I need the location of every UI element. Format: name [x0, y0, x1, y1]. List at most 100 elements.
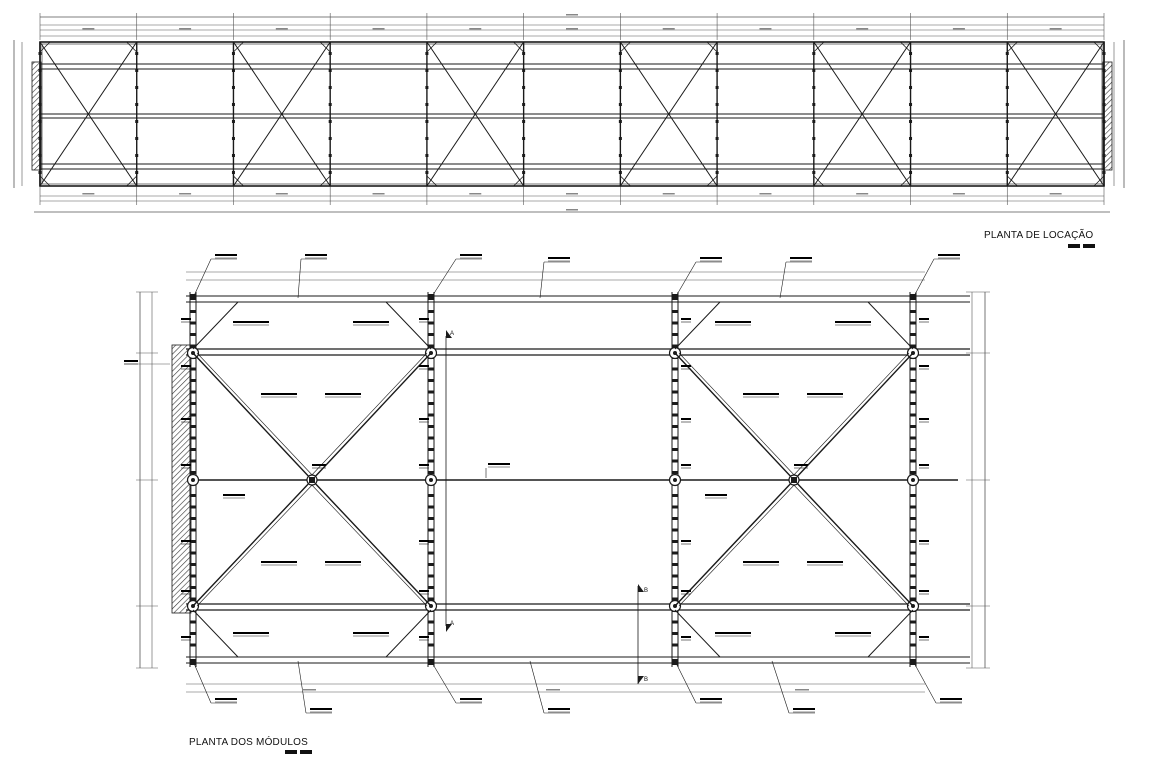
bolt-label-tag	[181, 318, 191, 320]
x-brace-edge	[196, 481, 316, 607]
leader-line	[430, 258, 457, 299]
dim-text-top	[662, 28, 675, 30]
member-label-tag	[353, 321, 389, 323]
bolt-mark	[190, 517, 196, 520]
dim-text-bottom	[546, 689, 560, 691]
frame-node	[231, 103, 235, 106]
rail-support	[428, 294, 434, 300]
frame-node	[812, 154, 816, 157]
dim-text-top	[856, 28, 869, 30]
frame-node	[1005, 120, 1009, 123]
frame-node	[231, 52, 235, 55]
frame-node	[715, 86, 719, 89]
bolt-label-tag	[419, 636, 429, 638]
dim-text-bottom	[1049, 193, 1062, 195]
bolt-mark	[672, 321, 678, 325]
bolt-mark	[190, 632, 196, 635]
member-label-tag	[715, 321, 751, 323]
bolt-mark	[428, 413, 434, 417]
bolt-label-tag	[919, 540, 929, 542]
gusset	[1006, 175, 1018, 187]
leader-label-tag	[215, 698, 237, 700]
leader-line	[779, 261, 787, 299]
modules-plan-title: PLANTA DOS MÓDULOS	[189, 737, 308, 748]
location-plan	[13, 13, 1125, 213]
dim-text-overall-top	[566, 14, 578, 16]
frame-node	[231, 120, 235, 123]
dim-text-bottom	[759, 193, 772, 195]
bolt-mark	[428, 620, 434, 624]
bolt-mark	[910, 413, 916, 417]
bolt-mark	[910, 367, 916, 371]
bolt-mark	[672, 379, 678, 382]
frame-node	[522, 120, 526, 123]
frame-node	[135, 120, 139, 123]
member-label-tag	[835, 321, 871, 323]
leader-label-tag	[940, 698, 962, 700]
rail-support	[910, 294, 916, 300]
bolt-label-tag	[681, 365, 691, 367]
bolt-label-tag	[681, 318, 691, 320]
rail-brace	[867, 301, 914, 350]
node-center	[911, 478, 915, 482]
bolt-mark	[672, 586, 678, 589]
x-brace	[674, 352, 795, 481]
bolt-mark	[672, 344, 678, 348]
leader-line	[297, 660, 307, 714]
bolt-mark	[428, 586, 434, 589]
member-label-tag	[223, 494, 245, 496]
bolt-mark	[428, 517, 434, 520]
bolt-label-tag	[919, 590, 929, 592]
bolt-mark	[428, 574, 434, 578]
frame-node	[1102, 69, 1106, 72]
bolt-label-tag	[919, 318, 929, 320]
leader-label-tag	[700, 698, 722, 700]
bolt-mark	[672, 551, 678, 555]
bolt-label-tag	[681, 590, 691, 592]
leader-label-tag	[793, 708, 815, 710]
frame-node	[135, 103, 139, 106]
x-brace	[192, 352, 313, 481]
bolt-mark	[910, 310, 916, 313]
frame-node	[38, 52, 42, 55]
bolt-mark	[428, 540, 434, 543]
bolt-mark	[910, 379, 916, 382]
frame-node	[1102, 137, 1106, 140]
dim-text-bottom	[302, 689, 316, 691]
bolt-mark	[672, 505, 678, 509]
center-plate	[791, 477, 797, 483]
node-center	[429, 478, 433, 482]
member-label-tag	[705, 494, 727, 496]
frame-node	[425, 52, 429, 55]
bolt-mark	[428, 425, 434, 428]
frame-node	[231, 69, 235, 72]
x-brace	[674, 479, 795, 607]
rail-brace	[192, 609, 239, 658]
frame-node	[909, 154, 913, 157]
bolt-mark	[190, 540, 196, 543]
gusset	[1093, 41, 1105, 53]
modules-plan	[124, 254, 990, 714]
bolt-mark	[428, 333, 434, 336]
gusset	[233, 41, 244, 53]
bolt-mark	[428, 528, 434, 532]
x-brace	[793, 479, 914, 607]
node-label-tag	[794, 464, 808, 466]
bolt-mark	[428, 632, 434, 635]
rail-support	[190, 659, 196, 665]
bolt-mark	[672, 643, 678, 647]
beam-label-tag	[488, 463, 510, 465]
leader-label-tag	[460, 698, 482, 700]
bolt-mark	[910, 597, 916, 601]
x-brace-edge	[678, 481, 798, 607]
bolt-mark	[428, 563, 434, 566]
frame-node	[812, 69, 816, 72]
bolt-label-tag	[419, 590, 429, 592]
leader-line	[529, 660, 545, 714]
dim-text-bottom	[795, 689, 809, 691]
leader-label-tag	[215, 254, 237, 256]
bolt-mark	[190, 379, 196, 382]
frame-node	[812, 52, 816, 55]
bolt-label-tag	[181, 636, 191, 638]
gusset	[900, 175, 911, 187]
